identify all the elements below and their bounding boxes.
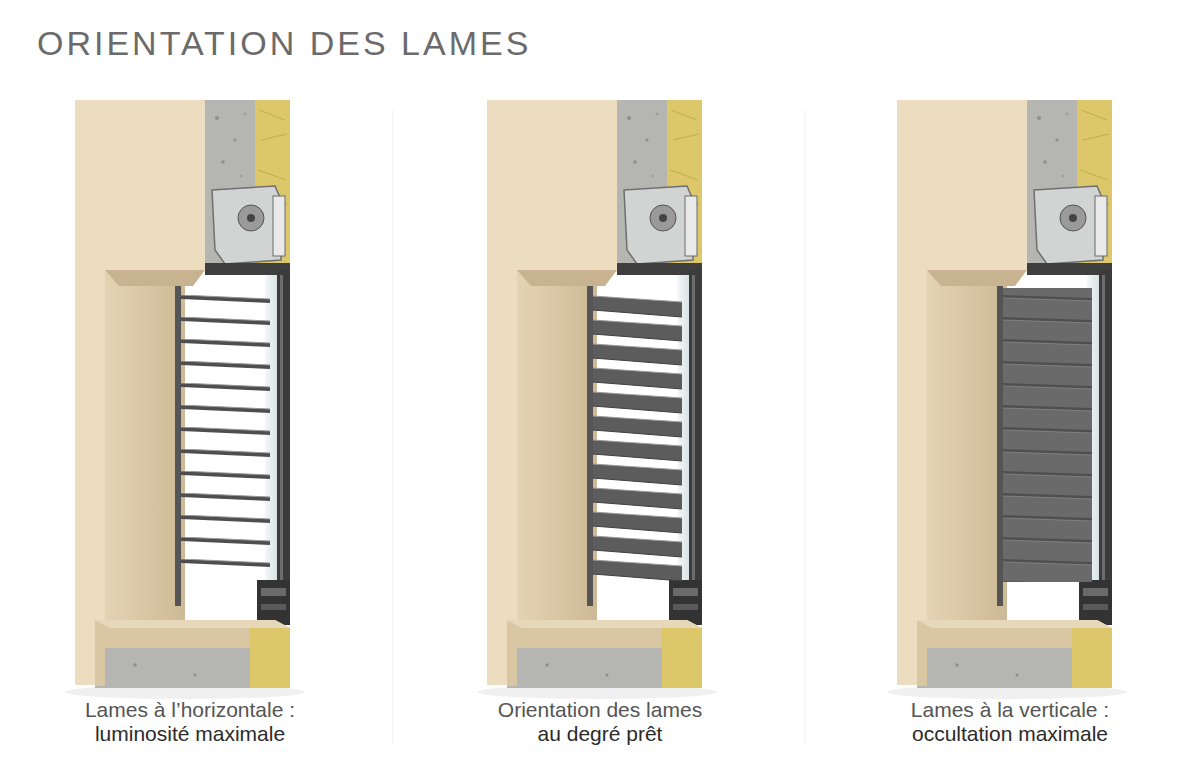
caption-line: luminosité maximale [95, 722, 285, 746]
separator [805, 110, 806, 745]
caption-line: au degré prêt [538, 722, 663, 746]
title-rule [37, 75, 690, 77]
window-section-tilted [477, 100, 717, 699]
window-section-closed [887, 100, 1127, 699]
caption-line: Orientation des lames [498, 698, 702, 722]
caption-line: Lames à l’horizontale : [85, 698, 295, 722]
title: ORIENTATION DES LAMES [37, 24, 531, 63]
separator [393, 110, 394, 745]
caption-line: Lames à la verticale : [911, 698, 1109, 722]
window-section-open [65, 100, 305, 699]
caption-line: occultation maximale [912, 722, 1108, 746]
